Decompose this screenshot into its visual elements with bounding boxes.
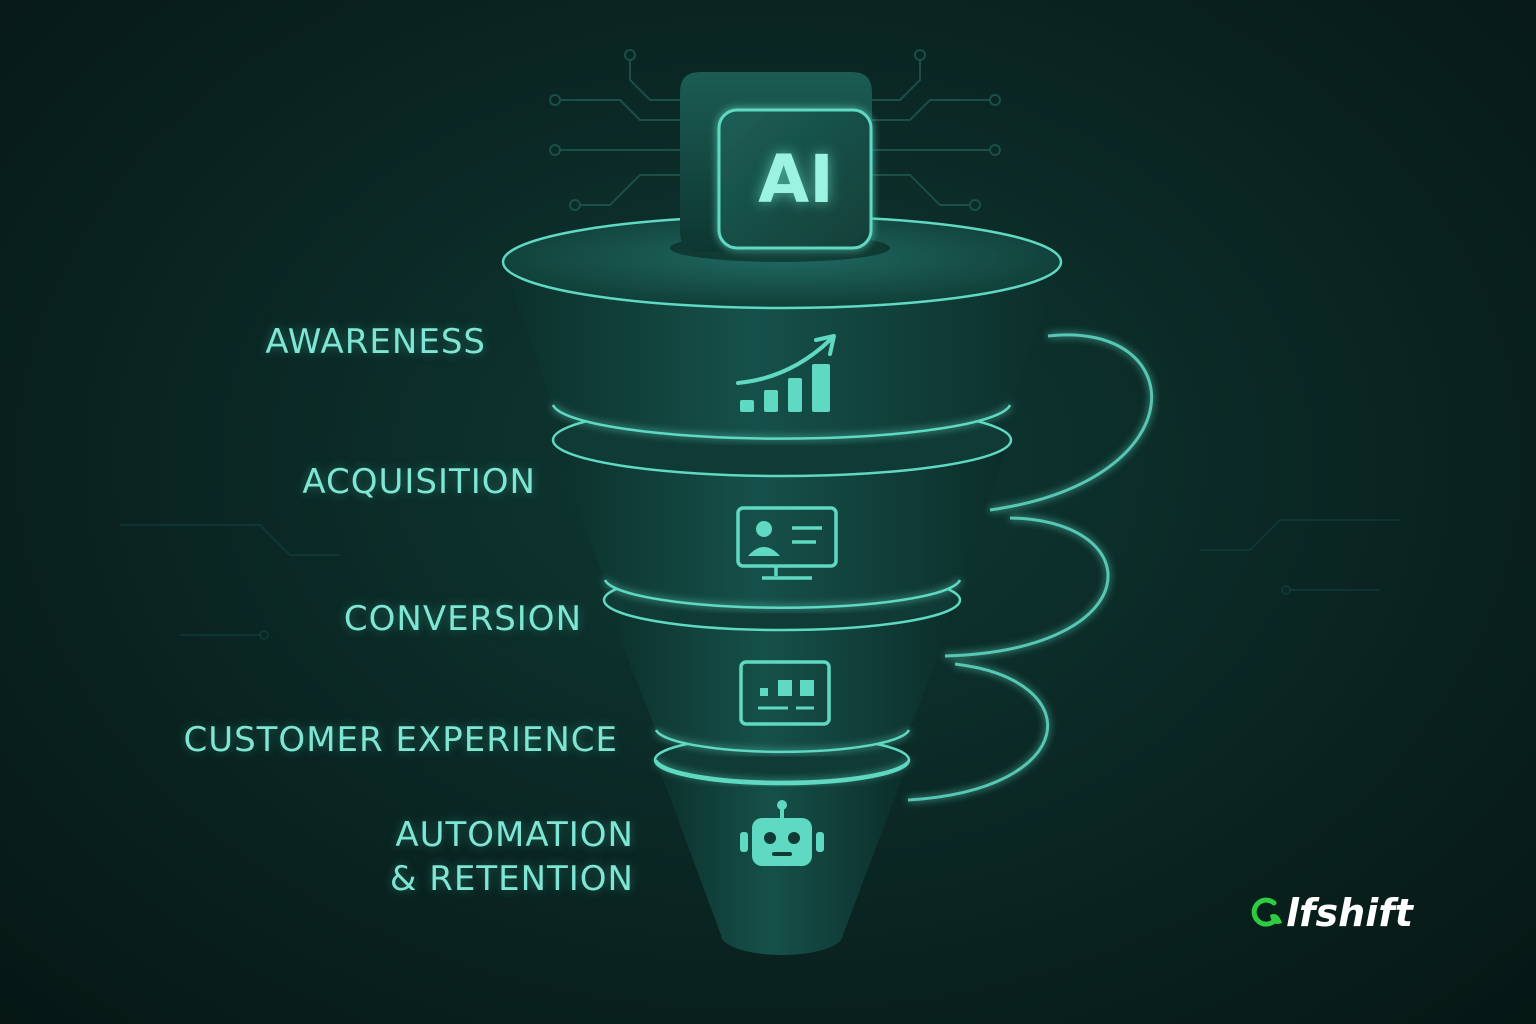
spiral-ribbon [907, 333, 1154, 802]
robot-icon [740, 800, 824, 866]
stage-label-automation-retention: AUTOMATION & RETENTION [389, 815, 634, 899]
stage-label-acquisition: ACQUISITION [302, 462, 536, 502]
ai-badge [670, 72, 890, 262]
brand-logo-text: lfshift [1286, 891, 1413, 935]
profile-card-monitor-icon [736, 506, 838, 580]
brand-logo: lfshift [1248, 888, 1413, 938]
stage-label-customer-experience: CUSTOMER EXPERIENCE [183, 720, 618, 760]
logo-mark-icon [1251, 897, 1282, 927]
dashboard-panel-icon [739, 660, 831, 726]
circuit-traces [120, 49, 1400, 640]
ai-badge-label: AI [758, 140, 834, 218]
stage-label-conversion: CONVERSION [343, 599, 582, 639]
stage-label-awareness: AWARENESS [265, 322, 486, 362]
growth-chart-icon [736, 334, 836, 412]
